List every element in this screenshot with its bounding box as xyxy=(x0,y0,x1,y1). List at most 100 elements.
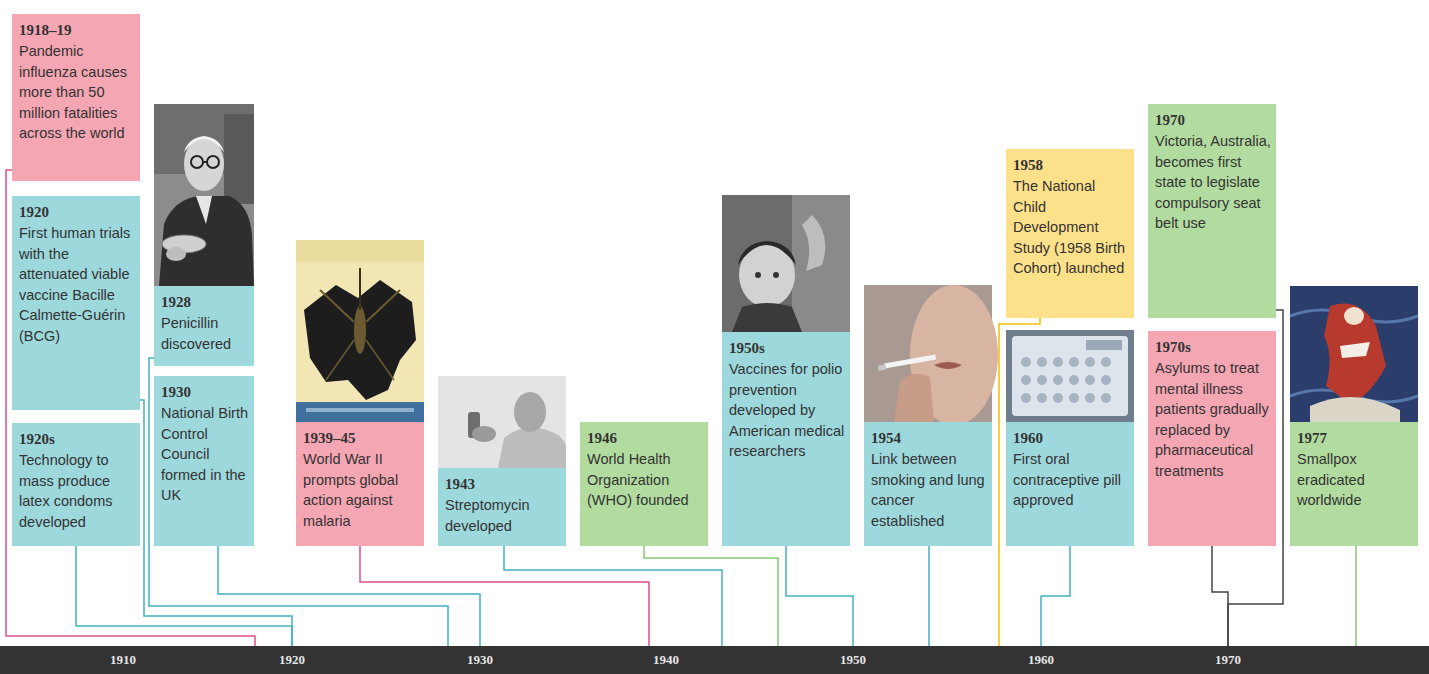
leader-line xyxy=(76,546,292,646)
photo-detail xyxy=(184,136,224,152)
event-box: 1920First human trials with the attenuat… xyxy=(12,196,140,410)
event-date: 1954 xyxy=(871,428,987,448)
photo-detail xyxy=(1324,304,1386,405)
photo-detail xyxy=(1085,357,1095,367)
leader-line xyxy=(928,546,930,646)
photo-detail xyxy=(884,355,936,369)
event-date: 1960 xyxy=(1013,428,1129,448)
event-description: Penicillin discovered xyxy=(161,313,249,354)
photo-detail xyxy=(1069,357,1079,367)
photo-detail xyxy=(802,215,825,271)
photo-detail xyxy=(306,408,414,412)
photo-detail xyxy=(722,195,850,332)
photo-detail xyxy=(732,303,802,332)
photo-detail xyxy=(1037,375,1047,385)
event-date: 1970 xyxy=(1155,110,1271,130)
leader-line xyxy=(149,358,448,646)
photo-detail xyxy=(366,340,394,380)
event-date: 1930 xyxy=(161,382,249,402)
streptomycin-photo xyxy=(438,376,566,468)
event-box: 1958The National Child Development Study… xyxy=(1006,149,1134,318)
photo-detail xyxy=(1012,336,1128,416)
event-description: National Birth Control Council formed in… xyxy=(161,403,249,506)
event-description: First oral contraceptive pill approved xyxy=(1013,449,1129,511)
photo-detail xyxy=(878,364,887,370)
photo-detail xyxy=(773,272,779,278)
photo-detail xyxy=(1053,375,1063,385)
event-box: 1920sTechnology to mass produce latex co… xyxy=(12,423,140,546)
axis-year: 1910 xyxy=(110,652,136,668)
photo-detail xyxy=(792,195,850,332)
leader-line xyxy=(1355,546,1357,646)
event-box: 1950sVaccines for polio prevention devel… xyxy=(722,332,850,546)
photo-detail xyxy=(755,272,761,278)
leader-line xyxy=(1212,546,1228,646)
event-box: 1977Smallpox eradicated worldwide xyxy=(1290,422,1418,546)
event-description: The National Child Development Study (19… xyxy=(1013,176,1129,279)
timeline-axis: 1910192019301940195019601970 xyxy=(0,646,1429,674)
event-date: 1928 xyxy=(161,292,249,312)
event-description: Victoria, Australia, becomes first state… xyxy=(1155,131,1271,234)
photo-detail xyxy=(359,268,361,310)
event-description: Asylums to treat mental illness patients… xyxy=(1155,358,1271,481)
event-box: 1928Penicillin discovered xyxy=(154,286,254,366)
photo-detail xyxy=(296,402,424,422)
event-box: 1943Streptomycin developed xyxy=(438,468,566,546)
event-date: 1943 xyxy=(445,474,561,494)
photo-detail xyxy=(934,362,962,369)
photo-detail xyxy=(1021,375,1031,385)
photo-detail xyxy=(514,394,546,404)
event-description: Technology to mass produce latex condoms… xyxy=(19,450,135,532)
event-box: 1918–19Pandemic influenza causes more th… xyxy=(12,14,140,181)
photo-detail xyxy=(191,156,203,168)
photo-detail xyxy=(296,240,424,422)
event-description: Smallpox eradicated worldwide xyxy=(1297,449,1413,511)
photo-detail xyxy=(1006,330,1134,422)
photo-detail xyxy=(1021,357,1031,367)
smoking-photo xyxy=(864,285,998,425)
event-date: 1958 xyxy=(1013,155,1129,175)
photo-detail xyxy=(1085,375,1095,385)
axis-year: 1970 xyxy=(1215,652,1241,668)
photo-detail xyxy=(1069,393,1079,403)
event-box: 1970sAsylums to treat mental illness pat… xyxy=(1148,331,1276,546)
photo-detail xyxy=(154,104,254,286)
photo-detail xyxy=(514,392,546,432)
event-date: 1939–45 xyxy=(303,428,419,448)
event-box: 1954Link between smoking and lung cancer… xyxy=(864,422,992,546)
photo-detail xyxy=(1101,375,1111,385)
leader-line xyxy=(504,546,722,646)
photo-detail xyxy=(224,114,254,204)
photo-detail xyxy=(1053,393,1063,403)
photo-detail xyxy=(894,374,934,422)
leader-line xyxy=(786,546,853,646)
photo-detail xyxy=(1344,307,1364,325)
pill-pack-photo xyxy=(1006,330,1134,422)
photo-detail xyxy=(159,196,254,286)
photo-detail xyxy=(1069,375,1079,385)
event-description: Link between smoking and lung cancer est… xyxy=(871,449,987,531)
photo-detail xyxy=(1101,357,1111,367)
photo-detail xyxy=(438,376,566,468)
event-date: 1950s xyxy=(729,338,845,358)
event-description: First human trials with the attenuated v… xyxy=(19,223,135,346)
photo-detail xyxy=(738,241,796,265)
event-description: Pandemic influenza causes more than 50 m… xyxy=(19,41,135,144)
event-date: 1970s xyxy=(1155,337,1271,357)
photo-detail xyxy=(354,306,366,354)
polio-photo xyxy=(722,195,850,332)
photo-detail xyxy=(472,426,496,442)
photo-detail xyxy=(184,137,224,191)
penicillin-photo xyxy=(154,104,254,286)
event-date: 1920 xyxy=(19,202,135,222)
event-description: Streptomycin developed xyxy=(445,495,561,536)
photo-detail xyxy=(196,196,212,224)
axis-year: 1930 xyxy=(467,652,493,668)
smallpox-image xyxy=(1290,286,1418,422)
photo-detail xyxy=(320,290,354,322)
photo-detail xyxy=(326,340,354,380)
photo-detail xyxy=(166,247,186,261)
event-box: 1930National Birth Control Council forme… xyxy=(154,376,254,546)
event-description: Vaccines for polio prevention developed … xyxy=(729,359,845,462)
